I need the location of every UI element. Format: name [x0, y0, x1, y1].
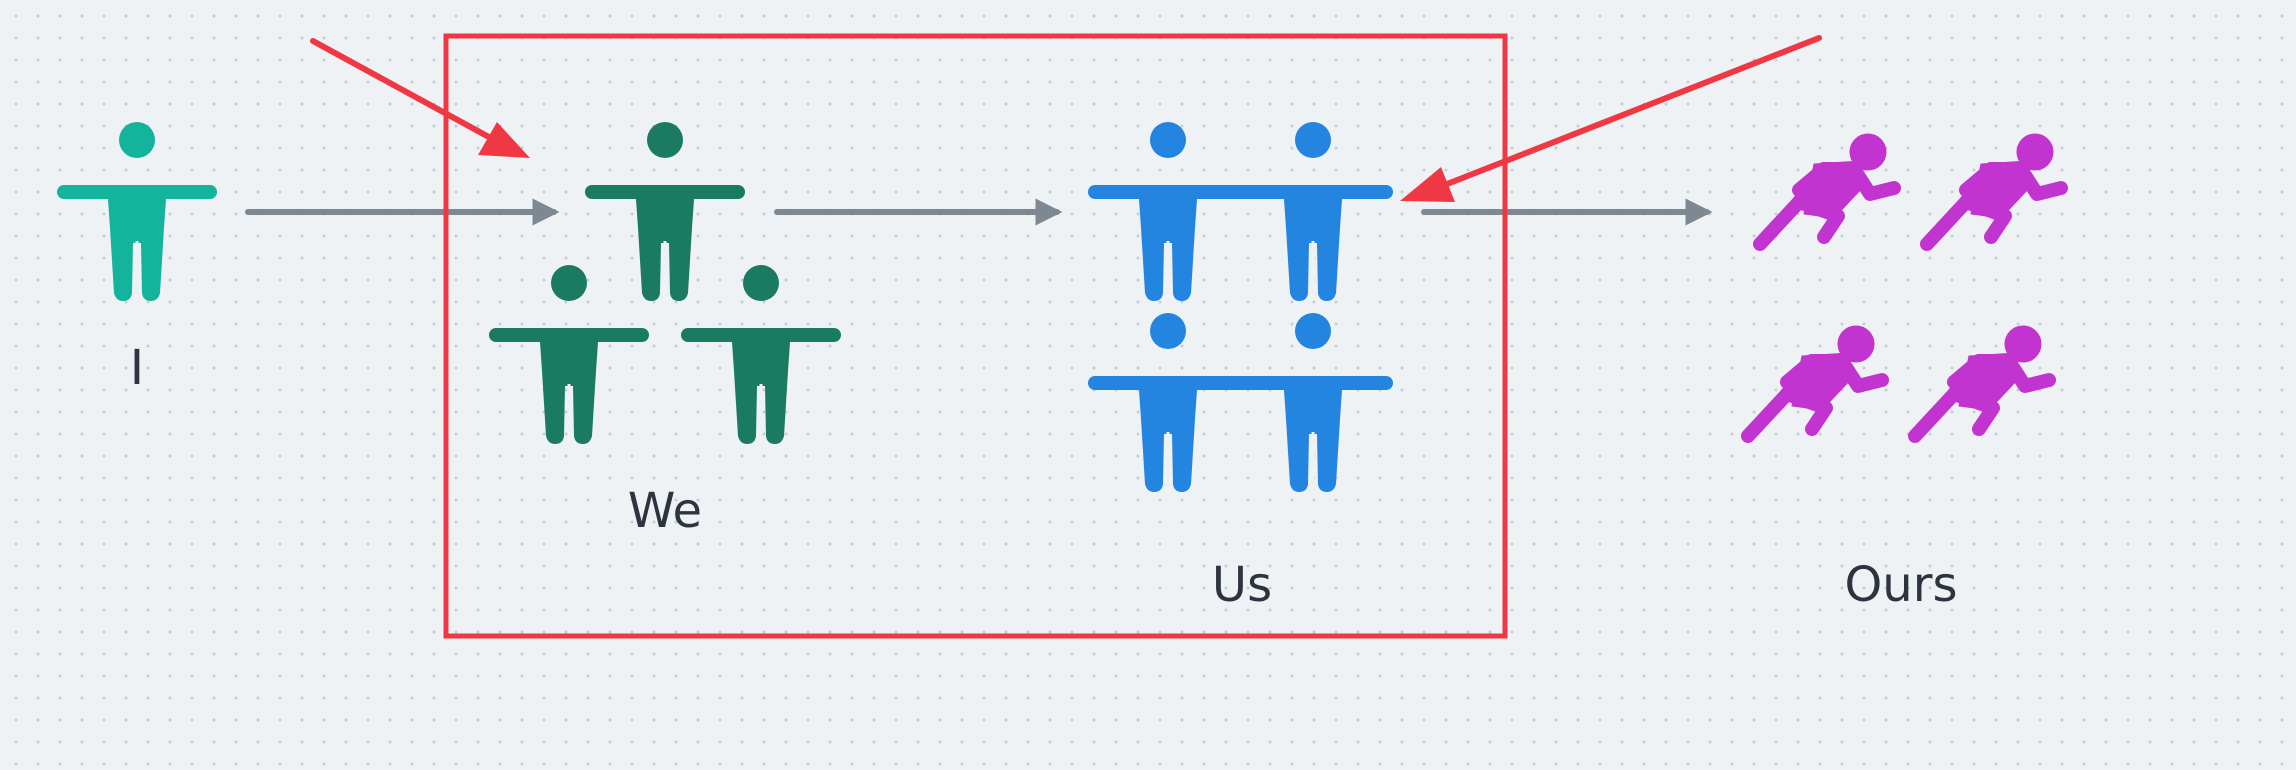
running-person-icon [1760, 134, 1894, 244]
running-person-icon [1927, 134, 2061, 244]
label-ours: Ours [1844, 557, 1958, 613]
person-icon [1088, 313, 1248, 492]
running-person-icon [1915, 326, 2049, 436]
highlight-box [443, 33, 1508, 639]
person-icon [1233, 122, 1393, 301]
group-ours-figures [1748, 134, 2061, 436]
running-person-icon [1748, 326, 1882, 436]
group-us-figures [1088, 122, 1393, 492]
group-we-figures [489, 122, 841, 444]
label-us: Us [1211, 557, 1273, 613]
label-we: We [627, 483, 703, 539]
person-icon [489, 265, 649, 444]
label-i: I [129, 340, 145, 396]
annotation-arrow-right [1400, 35, 1822, 202]
person-icon [585, 122, 745, 301]
group-i-figures [57, 122, 217, 301]
person-icon [57, 122, 217, 301]
person-icon [1088, 122, 1248, 301]
person-icon [681, 265, 841, 444]
annotation-arrow-left [310, 38, 530, 158]
person-icon [1233, 313, 1393, 492]
